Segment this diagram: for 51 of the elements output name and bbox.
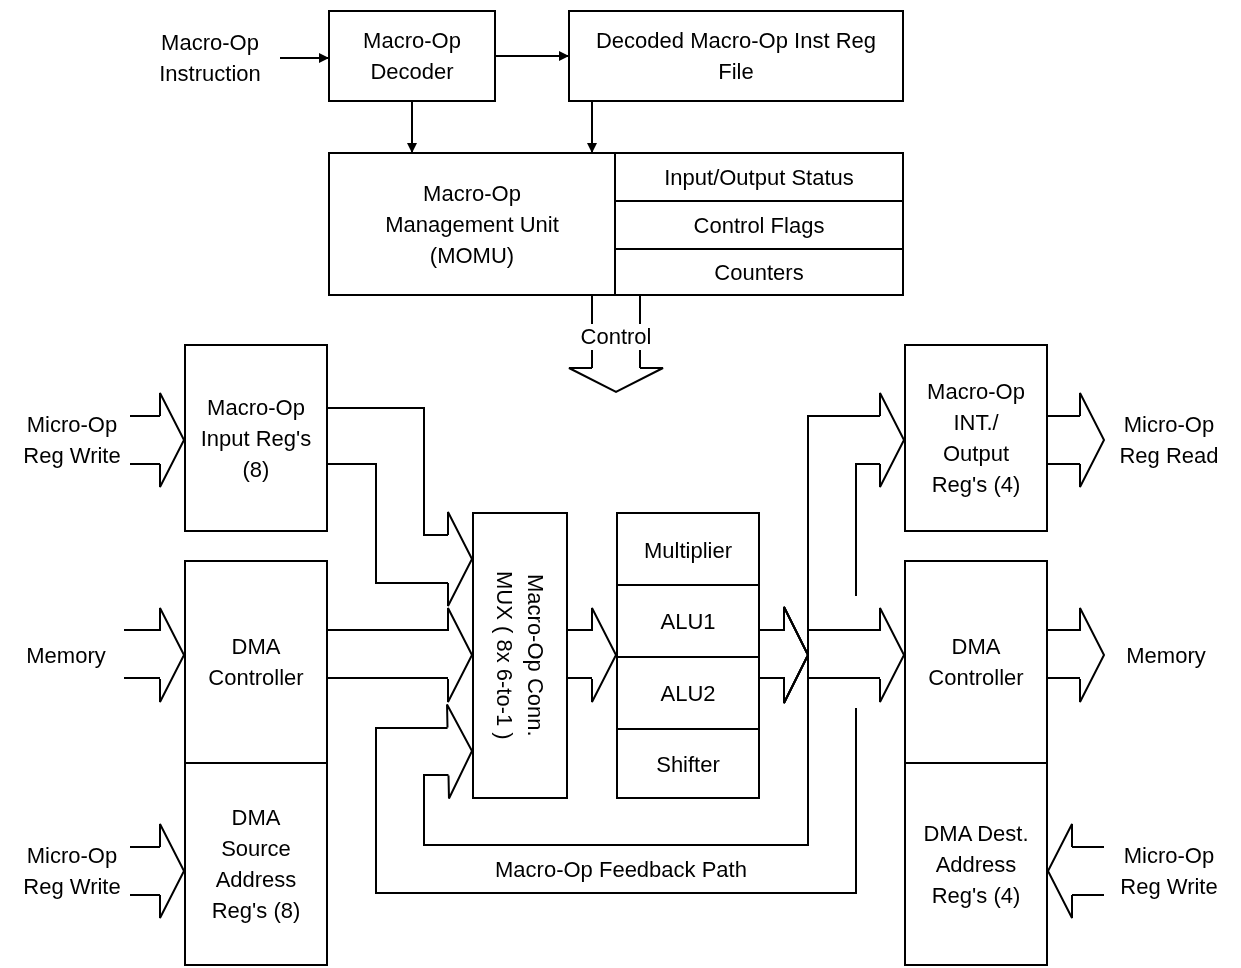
arrow [407,101,417,153]
signal-label: Micro-Op Reg Write [14,835,130,907]
block-box [904,344,1048,532]
block-label: Macro-Op Management Unit (MOMU) [384,179,560,270]
block-label: DMA Controller [207,633,305,692]
signal-label: Micro-Op Reg Read [1104,404,1234,476]
hollow-arrow [327,407,473,607]
block-label: Decoded Macro-Op Inst Reg File [595,27,877,86]
hollow-arrow [1047,823,1105,919]
signal-label: Macro-Op Instruction [140,22,280,94]
arrow [587,101,597,153]
block-label: ALU1 [660,607,716,636]
hollow-arrow [375,606,857,894]
arrow [495,51,569,61]
block-label: Macro-Op Decoder [362,27,462,86]
block-label: Multiplier [644,536,732,565]
hollow-arrow [327,607,473,703]
block-box [328,152,616,296]
block-box [472,512,568,799]
hollow-arrow [1047,392,1105,488]
arrow [279,53,329,63]
block-label: Control Flags [693,211,825,240]
block-label: Macro-Op Input Reg's (8) [199,393,313,484]
hollow-arrow [123,607,185,703]
unit-stack-box [616,512,760,799]
block-box [904,762,1048,966]
block-label: Macro-Op Conn. MUX ( 8x 6-to-1 ) [491,570,549,742]
block-label: ALU2 [660,679,716,708]
block-box [184,560,328,764]
block-label: Shifter [656,751,720,779]
block-label: Counters [714,258,804,287]
block-label: DMA Dest. Address Reg's (4) [922,819,1030,910]
block-box [184,344,328,532]
hollow-arrow [1047,607,1105,703]
block-label: DMA Source Address Reg's (8) [210,804,302,925]
block-box [184,762,328,966]
block-box [904,560,1048,764]
block-box [614,152,904,202]
block-label: Input/Output Status [664,163,854,192]
block-label: Macro-Op INT./ Output Reg's (4) [926,378,1026,499]
signal-label: Micro-Op Reg Write [14,404,130,476]
hollow-arrow [129,823,185,919]
signal-label: Micro-Op Reg Write [1104,835,1234,907]
block-box [568,10,904,102]
hollow-arrow [567,607,617,703]
block-box [614,248,904,296]
hollow-arrow [129,392,185,488]
block-label: DMA Controller [927,633,1025,692]
block-box [328,10,496,102]
signal-label: Memory [8,630,124,680]
signal-label: Memory [1104,630,1228,680]
